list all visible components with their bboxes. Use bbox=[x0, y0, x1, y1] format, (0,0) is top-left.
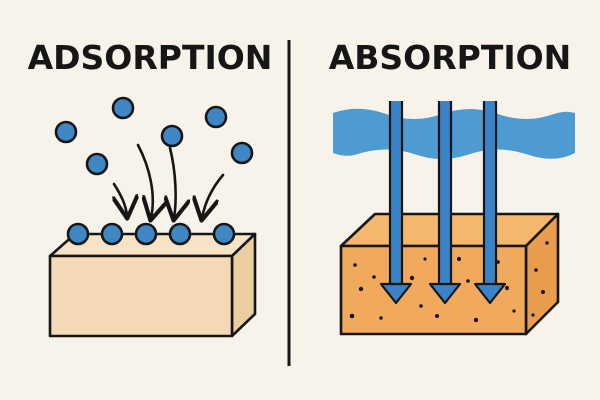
adsorption-illustration bbox=[48, 96, 257, 338]
free-molecule-2 bbox=[54, 120, 78, 144]
sponge-pore bbox=[379, 316, 383, 320]
absorption-arrows bbox=[379, 101, 507, 305]
absorption-arrow-3 bbox=[473, 101, 507, 305]
sponge-pore bbox=[466, 279, 470, 283]
adsorption-title: ADSORPTION bbox=[28, 38, 273, 77]
sponge-pore bbox=[358, 286, 364, 292]
adsorption-arrow-1 bbox=[114, 182, 127, 216]
adsorbed-molecule-2 bbox=[100, 222, 124, 246]
adsorbed-molecules bbox=[66, 222, 236, 246]
free-molecule-5 bbox=[85, 152, 109, 176]
adsorbent-solid-block bbox=[48, 232, 257, 338]
adsorbed-molecule-5 bbox=[212, 222, 236, 246]
adsorbed-molecule-1 bbox=[66, 222, 90, 246]
absorption-arrow-2 bbox=[428, 101, 462, 305]
free-molecules bbox=[54, 96, 254, 176]
sponge-pores bbox=[349, 241, 549, 323]
sponge-pore bbox=[545, 241, 549, 245]
sponge-pore bbox=[473, 317, 479, 323]
sponge-pore bbox=[353, 263, 357, 267]
sponge-pore bbox=[534, 268, 538, 272]
adsorbent-front-face bbox=[48, 254, 234, 338]
free-molecule-4 bbox=[204, 105, 228, 129]
sponge-pore bbox=[372, 275, 376, 279]
adsorbed-molecule-3 bbox=[134, 222, 158, 246]
sponge-pore bbox=[409, 275, 415, 281]
adsorption-arrow-4 bbox=[202, 173, 225, 218]
adsorption-arrow-2 bbox=[136, 143, 153, 218]
free-molecule-1 bbox=[111, 96, 135, 120]
absorption-illustration bbox=[333, 101, 575, 336]
sponge-pore bbox=[541, 290, 545, 294]
absorption-arrow-1 bbox=[379, 101, 413, 305]
sponge-pore bbox=[349, 313, 355, 319]
sponge-pore bbox=[504, 285, 510, 291]
sponge-pore bbox=[423, 257, 427, 261]
sponge-pore bbox=[435, 314, 439, 318]
adsorbed-molecule-4 bbox=[168, 222, 192, 246]
sponge-pore bbox=[512, 309, 516, 313]
sponge-pore bbox=[531, 313, 535, 317]
absorption-title: ABSORPTION bbox=[329, 38, 572, 77]
sponge-pore bbox=[456, 256, 462, 262]
free-molecule-6 bbox=[230, 141, 254, 165]
absorbed-liquid-band bbox=[333, 108, 575, 159]
free-molecule-3 bbox=[160, 124, 184, 148]
adsorption-arrows bbox=[114, 143, 225, 218]
sponge-pore bbox=[419, 304, 423, 308]
adsorption-arrow-3 bbox=[170, 146, 176, 218]
